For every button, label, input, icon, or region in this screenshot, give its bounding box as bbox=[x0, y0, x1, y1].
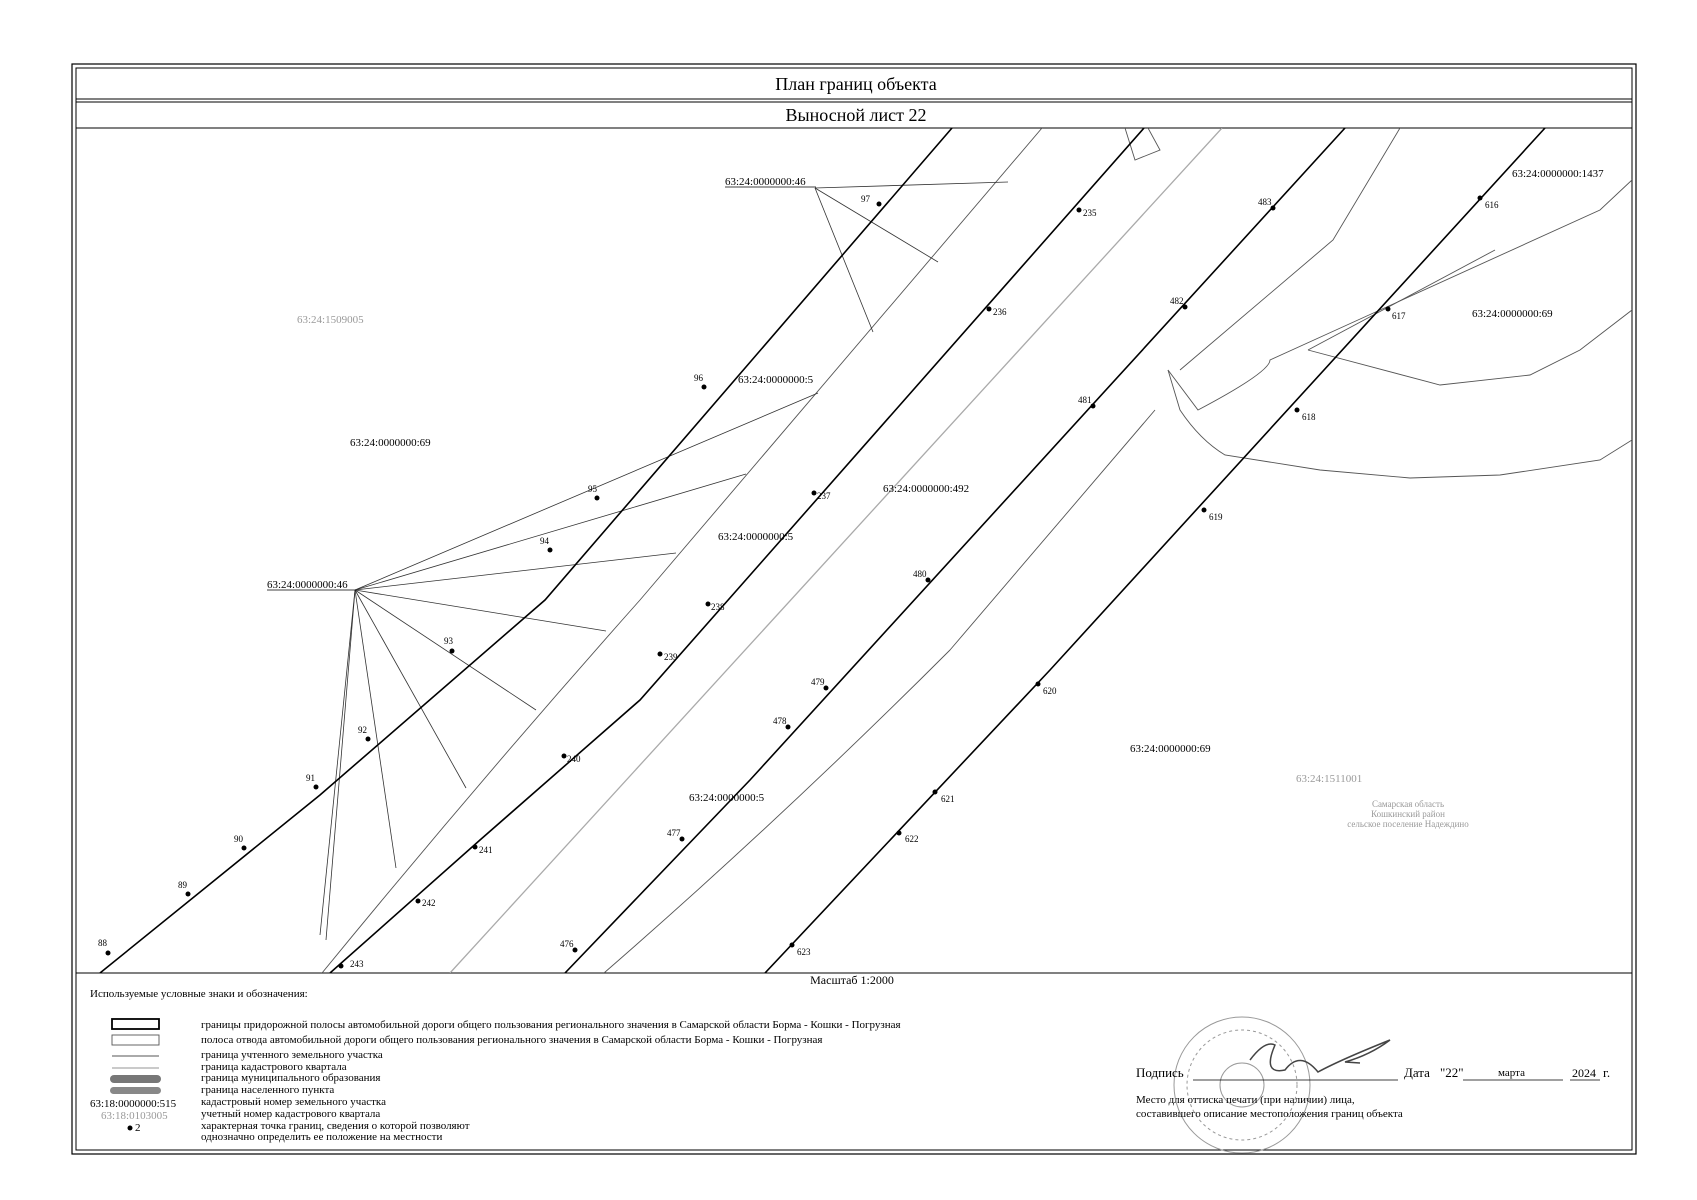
legend-swatch-roadside bbox=[111, 1018, 160, 1030]
map-area: 88 89 90 91 92 93 94 95 96 97 243 242 24… bbox=[98, 128, 1632, 973]
signature-label: Подпись bbox=[1136, 1065, 1184, 1080]
legend-swatch-rightofway bbox=[111, 1034, 160, 1046]
svg-text:620: 620 bbox=[1043, 686, 1057, 696]
stamp-place-line1: Место для оттиска печати (при наличии) л… bbox=[1136, 1094, 1355, 1106]
legend-heading: Используемые условные знаки и обозначени… bbox=[90, 988, 308, 1000]
parcel-label: 63:24:0000000:1437 bbox=[1512, 168, 1604, 180]
svg-text:483: 483 bbox=[1258, 197, 1272, 207]
legend-swatch-municipal bbox=[110, 1075, 161, 1083]
legend-item: однозначно определить ее положение на ме… bbox=[201, 1131, 442, 1143]
settlement-label: Самарская область Кошкинский район сельс… bbox=[1347, 799, 1469, 829]
date-label: Дата bbox=[1404, 1065, 1430, 1080]
svg-text:97: 97 bbox=[861, 194, 871, 204]
svg-text:482: 482 bbox=[1170, 296, 1184, 306]
date-day: "22" bbox=[1440, 1065, 1464, 1080]
svg-text:91: 91 bbox=[306, 773, 315, 783]
signature-scribble-icon bbox=[1249, 1039, 1391, 1073]
svg-text:480: 480 bbox=[913, 569, 927, 579]
svg-text:479: 479 bbox=[811, 677, 825, 687]
svg-text:619: 619 bbox=[1209, 512, 1223, 522]
svg-text:95: 95 bbox=[588, 484, 598, 494]
characteristic-points: 88 89 90 91 92 93 94 95 96 97 243 242 24… bbox=[98, 194, 1499, 969]
date-year: 2024 bbox=[1572, 1066, 1596, 1080]
svg-text:236: 236 bbox=[993, 307, 1007, 317]
svg-text:92: 92 bbox=[358, 725, 367, 735]
parcel-label: 63:24:0000000:5 bbox=[738, 374, 814, 386]
svg-text:617: 617 bbox=[1392, 311, 1406, 321]
parcel-label: 63:24:0000000:69 bbox=[1472, 308, 1553, 320]
svg-text:243: 243 bbox=[350, 959, 364, 969]
svg-text:235: 235 bbox=[1083, 208, 1097, 218]
svg-text:сельское поселение Надеждино: сельское поселение Надеждино bbox=[1347, 819, 1469, 829]
stamp-place-line2: составившего описание местоположения гра… bbox=[1136, 1108, 1403, 1120]
svg-text:621: 621 bbox=[941, 794, 955, 804]
parcel-label: 63:24:0000000:69 bbox=[350, 437, 431, 449]
svg-text:622: 622 bbox=[905, 834, 919, 844]
svg-text:616: 616 bbox=[1485, 200, 1499, 210]
legend-parcel-sample: 63:18:0000000:515 bbox=[90, 1098, 177, 1110]
legend-item: характерная точка границ, сведения о кот… bbox=[201, 1120, 470, 1132]
svg-text:477: 477 bbox=[667, 828, 681, 838]
legend-item: границы придорожной полосы автомобильной… bbox=[201, 1019, 901, 1031]
svg-text:238: 238 bbox=[711, 602, 725, 612]
svg-text:240: 240 bbox=[567, 754, 581, 764]
svg-text:90: 90 bbox=[234, 834, 244, 844]
svg-text:623: 623 bbox=[797, 947, 811, 957]
parcel-label: 63:24:0000000:5 bbox=[689, 792, 765, 804]
legend-item: кадастровый номер земельного участка bbox=[201, 1096, 386, 1108]
svg-text:Кошкинский район: Кошкинский район bbox=[1371, 809, 1445, 819]
date-year-suffix: г. bbox=[1603, 1065, 1610, 1080]
legend-item: граница кадастрового квартала bbox=[201, 1061, 347, 1073]
svg-text:239: 239 bbox=[664, 652, 678, 662]
stamp-icon bbox=[1173, 1016, 1311, 1154]
gray-boundaries bbox=[321, 128, 1632, 973]
legend-item: граница учтенного земельного участка bbox=[201, 1049, 383, 1061]
svg-text:478: 478 bbox=[773, 716, 787, 726]
parcel-label: 63:24:0000000:69 bbox=[1130, 743, 1211, 755]
legend-item: учетный номер кадастрового квартала bbox=[201, 1108, 380, 1120]
legend-item: граница муниципального образования bbox=[201, 1072, 380, 1084]
leader-lines bbox=[319, 181, 1009, 941]
svg-text:96: 96 bbox=[694, 373, 704, 383]
legend-point-label: 2 bbox=[135, 1122, 141, 1134]
svg-text:241: 241 bbox=[479, 845, 493, 855]
date-month: марта bbox=[1498, 1067, 1525, 1079]
page-title: План границ объекта bbox=[775, 74, 936, 94]
svg-text:618: 618 bbox=[1302, 412, 1316, 422]
legend: Используемые условные знаки и обозначени… bbox=[90, 988, 901, 1143]
parcel-label: 63:24:0000000:46 bbox=[725, 176, 806, 188]
svg-text:93: 93 bbox=[444, 636, 454, 646]
quarter-labels: 63:24:1509005 63:24:1511001 bbox=[297, 314, 1362, 785]
black-boundaries bbox=[99, 128, 1546, 973]
legend-item: граница населенного пункта bbox=[201, 1084, 334, 1096]
legend-quarter-sample: 63:18:0103005 bbox=[101, 1110, 168, 1122]
svg-text:242: 242 bbox=[422, 898, 436, 908]
parcel-label: 63:24:0000000:46 bbox=[267, 579, 348, 591]
svg-text:237: 237 bbox=[817, 491, 831, 501]
quarter-label: 63:24:1511001 bbox=[1296, 773, 1362, 785]
svg-text:94: 94 bbox=[540, 536, 550, 546]
quarter-label: 63:24:1509005 bbox=[297, 314, 364, 326]
parcel-label: 63:24:0000000:5 bbox=[718, 531, 794, 543]
svg-text:89: 89 bbox=[178, 880, 188, 890]
legend-item: полоса отвода автомобильной дороги общег… bbox=[201, 1034, 822, 1046]
outer-frame bbox=[71, 63, 1637, 1155]
svg-text:Самарская область: Самарская область bbox=[1372, 799, 1444, 809]
sheet-subtitle: Выносной лист 22 bbox=[786, 105, 927, 125]
svg-text:481: 481 bbox=[1078, 395, 1092, 405]
legend-swatch-settlement bbox=[110, 1087, 161, 1094]
signature-block: Подпись Дата "22" марта 2024 г. Место дл… bbox=[1136, 1016, 1610, 1154]
svg-text:476: 476 bbox=[560, 939, 574, 949]
legend-point-sample bbox=[127, 1125, 133, 1131]
map-scale: Масштаб 1:2000 bbox=[810, 973, 894, 987]
parcel-labels: 63:24:0000000:46 63:24:0000000:46 63:24:… bbox=[267, 168, 1604, 804]
inner-frame bbox=[75, 67, 1633, 1151]
parcel-label: 63:24:0000000:492 bbox=[883, 483, 969, 495]
svg-text:88: 88 bbox=[98, 938, 108, 948]
